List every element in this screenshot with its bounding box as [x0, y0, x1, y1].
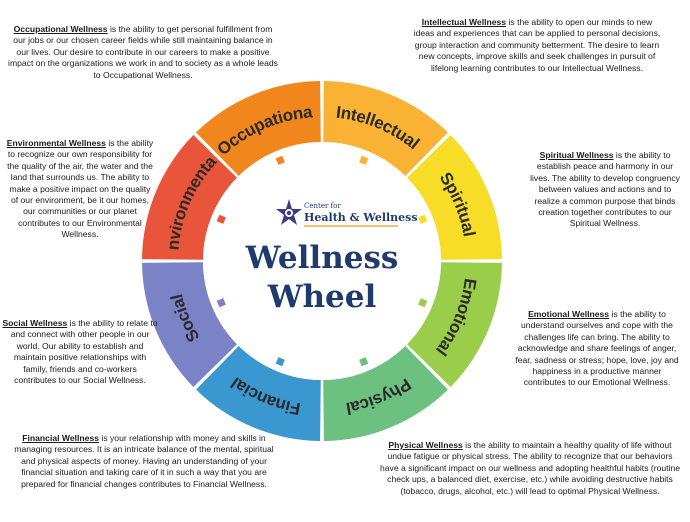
- segment-marker-occupational: [275, 155, 285, 165]
- center-logo: Center for Health & Wellness: [276, 199, 418, 227]
- wheel-segment-spiritual: [407, 135, 502, 260]
- segment-marker-intellectual: [359, 155, 369, 165]
- financial-description: Financial Wellness is your relationship …: [14, 433, 274, 490]
- intellectual-title: Intellectual Wellness: [421, 17, 507, 27]
- segment-marker-physical: [359, 357, 369, 367]
- occupational-title: Occupational Wellness: [13, 24, 108, 34]
- wheel-segment-financial: [196, 346, 321, 441]
- wheel-segment-emotional: [407, 262, 502, 387]
- spiritual-description: Spiritual Wellness is the ability to est…: [526, 150, 684, 230]
- segment-marker-financial: [275, 357, 285, 367]
- financial-text: is your relationship with money and skil…: [14, 433, 274, 489]
- segment-marker-environmental: [216, 214, 226, 224]
- wheel-segment-intellectual: [323, 81, 448, 176]
- physical-description: Physical Wellness is the ability to main…: [380, 440, 680, 497]
- segment-marker-emotional: [418, 298, 428, 308]
- financial-title: Financial Wellness: [22, 433, 100, 443]
- social-description: Social Wellness is the ability to relate…: [2, 318, 158, 386]
- physical-text: is the ability to maintain a healthy qua…: [380, 440, 681, 496]
- physical-title: Physical Wellness: [388, 440, 463, 450]
- wheel-inner-circle: [203, 142, 441, 380]
- emotional-description: Emotional Wellness is the ability to und…: [514, 309, 680, 389]
- wheel-title-line-2: Wheel: [267, 279, 377, 315]
- logo-star-icon: [276, 199, 302, 225]
- wheel-segment-environmental: [142, 135, 237, 260]
- intellectual-text: is the ability to open our minds to new …: [413, 17, 661, 73]
- emotional-text: is the ability to understand ourselves a…: [515, 309, 679, 388]
- spiritual-text: is the ability to establish peace and ha…: [530, 150, 680, 229]
- intellectual-description: Intellectual Wellness is the ability to …: [412, 17, 662, 74]
- environmental-description: Environmental Wellness is the ability to…: [6, 138, 154, 241]
- spiritual-title: Spiritual Wellness: [539, 150, 614, 160]
- wheel-segment-occupational: [196, 81, 321, 176]
- social-text: is the ability to relate to and connect …: [10, 318, 158, 386]
- segment-marker-spiritual: [418, 214, 428, 224]
- environmental-title: Environmental Wellness: [6, 138, 106, 148]
- wheel-segment-social: [142, 262, 237, 387]
- wheel-title-line-1: Wellness: [245, 240, 399, 276]
- logo-line-2: Health & Wellness: [304, 211, 418, 224]
- segment-marker-social: [216, 298, 226, 308]
- occupational-description: Occupational Wellness is the ability to …: [8, 24, 278, 81]
- wheel-segment-physical: [323, 346, 448, 441]
- logo-line-1: Center for: [304, 202, 341, 210]
- emotional-title: Emotional Wellness: [528, 309, 610, 319]
- environmental-text: is the ability to recognize our own resp…: [7, 138, 154, 240]
- occupational-text: is the ability to get personal fulfillme…: [8, 24, 278, 80]
- social-title: Social Wellness: [2, 318, 68, 328]
